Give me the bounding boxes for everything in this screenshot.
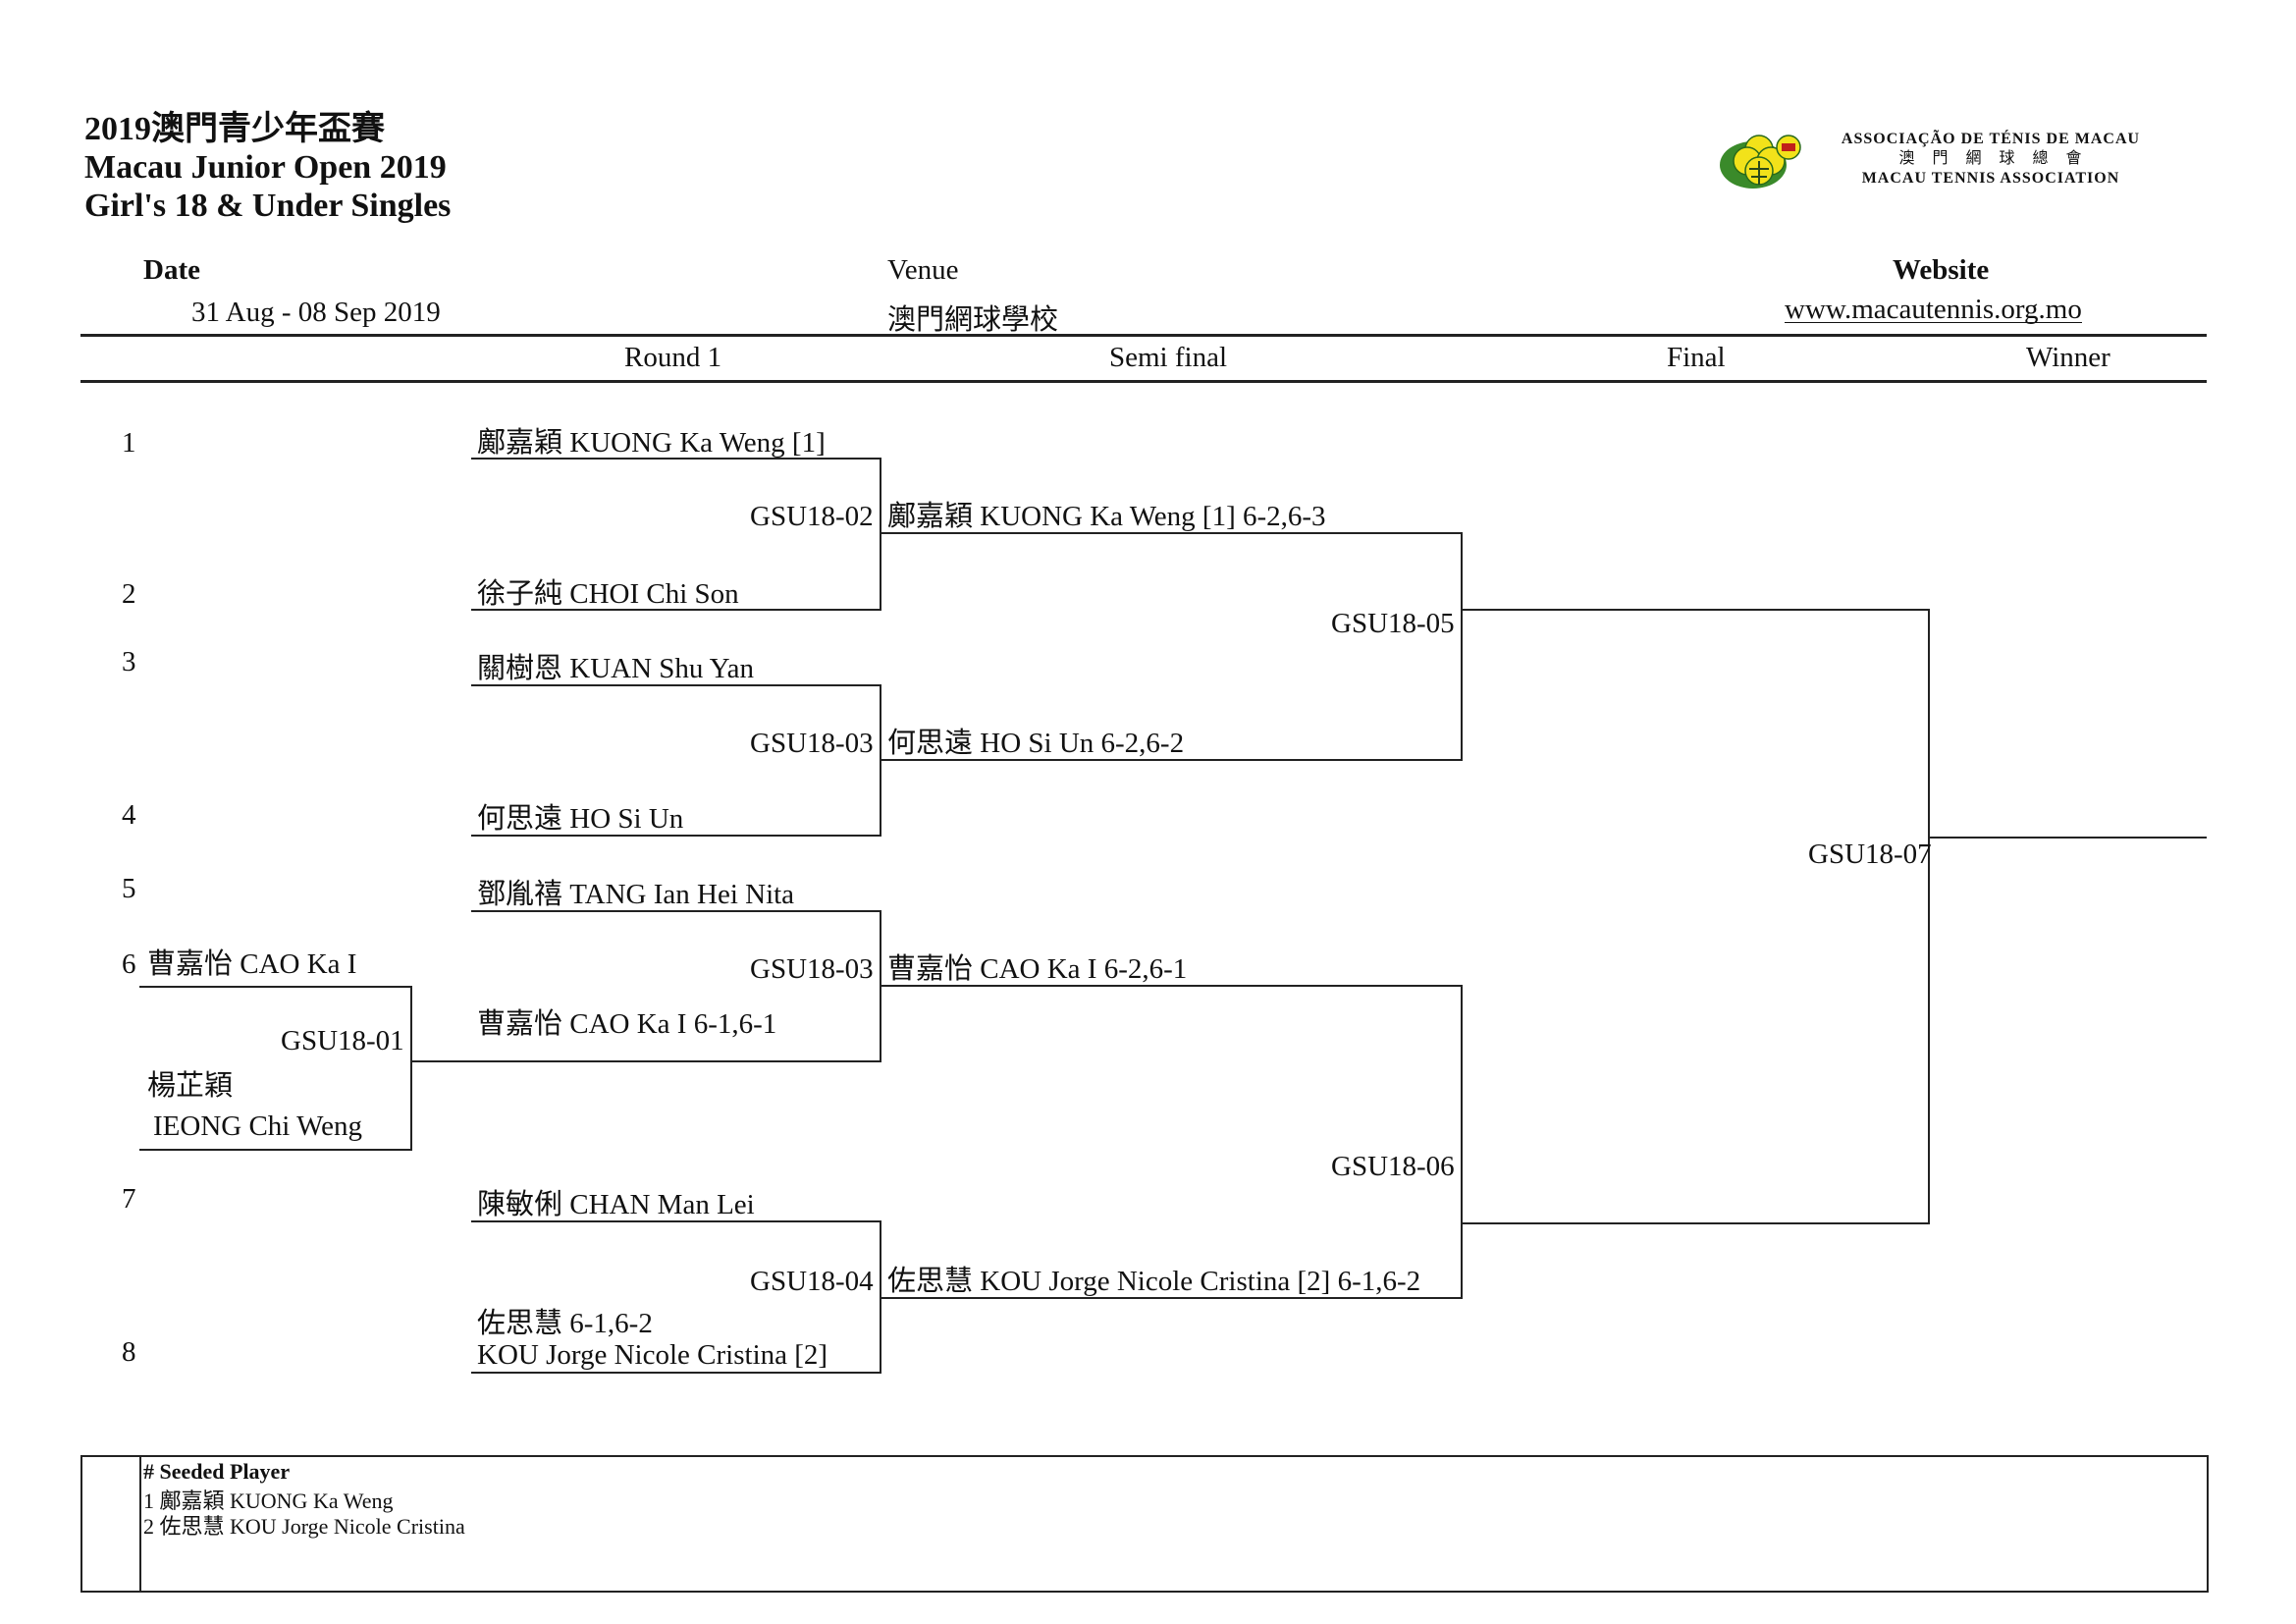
header-bottom-rule (80, 380, 2207, 383)
match-id: GSU18-04 (750, 1266, 874, 1297)
round1-line (471, 1372, 881, 1374)
tennis-ball-logo-icon (1720, 135, 1801, 189)
semi-player: 何思遠 HO Si Un 6-2,6-2 (887, 728, 1185, 759)
date-label: Date (143, 254, 200, 286)
round1-line (471, 458, 881, 460)
venue-value: 澳門網球學校 (887, 304, 1059, 336)
semi-header: Semi final (1109, 342, 1228, 373)
draw-position: 1 (122, 427, 136, 459)
round1-line (471, 835, 881, 837)
draw-position: 7 (122, 1183, 136, 1215)
round1-player: 陳敏俐 CHAN Man Lei (477, 1189, 755, 1220)
draw-position: 3 (122, 646, 136, 677)
round1-line (471, 684, 881, 686)
semi-connector (1461, 532, 1463, 760)
association-name: ASSOCIAÇÃO DE TÉNIS DE MACAU 澳 門 網 球 總 會… (1834, 130, 2148, 189)
semi-player: 曹嘉怡 CAO Ka I 6-2,6-1 (887, 953, 1188, 985)
association-name-chinese: 澳 門 網 球 總 會 (1898, 150, 2083, 167)
seeded-player-item: 2 佐思慧 KOU Jorge Nicole Cristina (143, 1514, 465, 1539)
qualifier-line-top (139, 986, 412, 988)
semi-player: 鄺嘉穎 KUONG Ka Weng [1] 6-2,6-3 (887, 501, 1326, 532)
title-chinese: 2019澳門青少年盃賽 (84, 111, 385, 147)
website-link[interactable]: www.macautennis.org.mo (1785, 294, 2082, 325)
qualifier-connector (410, 986, 412, 1150)
association-logo (1720, 126, 1814, 192)
round1-header: Round 1 (624, 342, 722, 373)
title-english: Macau Junior Open 2019 (84, 149, 447, 186)
seeded-player-item: 1 鄺嘉穎 KUONG Ka Weng (143, 1489, 394, 1513)
draw-position: 2 (122, 578, 136, 610)
final-header: Final (1667, 342, 1726, 373)
qualifier-to-round1-line (410, 1060, 881, 1062)
semi-player: 佐思慧 KOU Jorge Nicole Cristina [2] 6-1,6-… (887, 1266, 1421, 1297)
header-top-rule (80, 334, 2207, 337)
round1-connector (880, 1220, 881, 1373)
venue-label: Venue (887, 254, 959, 286)
date-value: 31 Aug - 08 Sep 2019 (191, 297, 441, 328)
final-line (1461, 1222, 1930, 1224)
match-id: GSU18-03 (750, 728, 874, 759)
seeded-box-divider (139, 1457, 141, 1591)
round1-player: 佐思慧 6-1,6-2 (477, 1308, 653, 1339)
match-id: GSU18-07 (1808, 839, 1932, 870)
seeded-player-title: # Seeded Player (143, 1459, 291, 1484)
round1-player: 鄧胤禧 TANG Ian Hei Nita (477, 879, 795, 910)
draw-position: 6 (122, 948, 136, 980)
winner-header: Winner (2026, 342, 2110, 373)
winner-line (1928, 837, 2207, 839)
semi-line (880, 1297, 1463, 1299)
semi-line (880, 985, 1463, 987)
match-id: GSU18-06 (1331, 1151, 1455, 1182)
website-label: Website (1893, 254, 1990, 286)
qualifier-player-english: IEONG Chi Weng (153, 1110, 362, 1142)
draw-position: 5 (122, 873, 136, 904)
qualifier-player-chinese: 楊芷穎 (147, 1070, 234, 1102)
seeded-player-box (80, 1455, 2209, 1593)
round1-player: 徐子純 CHOI Chi Son (477, 578, 739, 610)
round1-player: 何思遠 HO Si Un (477, 803, 684, 835)
round1-line (471, 910, 881, 912)
match-id: GSU18-05 (1331, 608, 1455, 639)
round1-player: 曹嘉怡 CAO Ka I 6-1,6-1 (477, 1008, 777, 1040)
round1-player: 關樹恩 KUAN Shu Yan (477, 653, 754, 684)
draw-position: 8 (122, 1336, 136, 1368)
event-name: Girl's 18 & Under Singles (84, 188, 452, 224)
draw-position: 4 (122, 799, 136, 831)
final-connector (1928, 609, 1930, 1223)
association-name-portuguese: ASSOCIAÇÃO DE TÉNIS DE MACAU (1841, 131, 2141, 147)
match-id: GSU18-02 (750, 501, 874, 532)
semi-line (880, 532, 1463, 534)
round1-line (471, 1220, 881, 1222)
round1-player: KOU Jorge Nicole Cristina [2] (477, 1339, 828, 1371)
association-name-english: MACAU TENNIS ASSOCIATION (1861, 170, 2120, 187)
semi-line (880, 759, 1463, 761)
qualifier-player: 曹嘉怡 CAO Ka I (147, 948, 357, 980)
final-line (1461, 609, 1930, 611)
match-id: GSU18-03 (750, 953, 874, 985)
round1-line (471, 609, 881, 611)
qualifier-match-id: GSU18-01 (281, 1025, 404, 1056)
semi-connector (1461, 985, 1463, 1298)
round1-player: 鄺嘉穎 KUONG Ka Weng [1] (477, 427, 826, 459)
qualifier-line-bottom (139, 1149, 412, 1151)
